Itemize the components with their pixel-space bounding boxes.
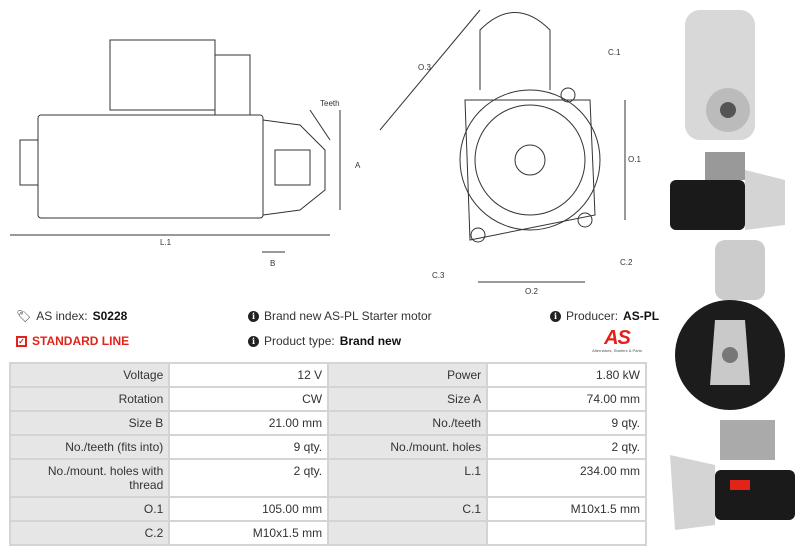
as-index-label: AS index: (36, 309, 88, 323)
label-l1: L.1 (160, 238, 172, 247)
spec-label: Voltage (8, 362, 171, 388)
spec-label (327, 520, 489, 546)
spec-label: Rotation (8, 386, 171, 412)
spec-label: No./teeth (327, 410, 489, 436)
label-a: A (355, 161, 361, 170)
spec-value: 12 V (168, 362, 330, 388)
standard-line-text: STANDARD LINE (32, 334, 130, 348)
label-b: B (270, 259, 275, 268)
producer-value: AS-PL (623, 309, 660, 323)
spec-label: No./mount. holes with thread (8, 458, 171, 498)
photo-rear (675, 240, 785, 410)
checkbox-icon: ✓ (16, 335, 27, 347)
spec-label: Power (327, 362, 489, 388)
as-pl-logo: AS Alternators, Starters & Parts (592, 327, 642, 353)
spec-value: 2 qty. (486, 434, 647, 460)
product-photos (670, 10, 795, 530)
spec-label: No./mount. holes (327, 434, 489, 460)
spec-label: C.2 (8, 520, 171, 546)
label-c1: C.1 (608, 48, 621, 57)
spec-value: 9 qty. (486, 410, 647, 436)
spec-label: O.1 (8, 496, 171, 522)
front-view-drawing: O.3 C.1 O.1 C.3 C.2 O.2 (379, 9, 641, 296)
info-icon: i (550, 310, 561, 322)
as-index-value: S0228 (92, 309, 128, 323)
info-icon: i (248, 310, 259, 322)
spec-label: L.1 (327, 458, 489, 498)
label-o2: O.2 (525, 287, 538, 296)
spec-label: No./teeth (fits into) (8, 434, 171, 460)
spec-value: 1.80 kW (486, 362, 647, 388)
description-text: Brand new AS-PL Starter motor (264, 309, 432, 323)
label-o3: O.3 (418, 63, 431, 72)
label-c2: C.2 (620, 258, 633, 267)
product-type: i Product type: Brand new (248, 334, 401, 348)
spec-label: Size B (8, 410, 171, 436)
photo-front (685, 10, 755, 140)
description: i Brand new AS-PL Starter motor (248, 309, 432, 323)
photo-side (670, 152, 785, 230)
spec-value: 21.00 mm (168, 410, 330, 436)
producer-label: Producer: (566, 309, 619, 323)
table-row: No./teeth (fits into)9 qty.No./mount. ho… (8, 434, 647, 460)
side-view-drawing: Teeth A B L.1 (10, 39, 361, 268)
spec-value: 234.00 mm (486, 458, 647, 498)
photo-side-2 (670, 420, 795, 530)
spec-value: 9 qty. (168, 434, 330, 460)
label-c3: C.3 (432, 271, 445, 280)
producer: i Producer: AS-PL (550, 309, 659, 323)
label-o1: O.1 (628, 155, 641, 164)
spec-value: CW (168, 386, 330, 412)
as-index: 🏷 AS index: S0228 (16, 309, 127, 323)
product-type-label: Product type: (264, 334, 335, 348)
spec-label: Size A (327, 386, 489, 412)
spec-value: 74.00 mm (486, 386, 647, 412)
spec-value (486, 520, 647, 546)
spec-value: M10x1.5 mm (168, 520, 330, 546)
product-type-value: Brand new (339, 334, 402, 348)
spec-value: 105.00 mm (168, 496, 330, 522)
label-teeth: Teeth (320, 99, 340, 108)
spec-value: M10x1.5 mm (486, 496, 647, 522)
standard-line-badge: ✓ STANDARD LINE (16, 334, 129, 348)
info-icon: i (248, 335, 259, 347)
tags-icon: 🏷 (16, 309, 32, 323)
spec-label: C.1 (327, 496, 489, 522)
spec-value: 2 qty. (168, 458, 330, 498)
